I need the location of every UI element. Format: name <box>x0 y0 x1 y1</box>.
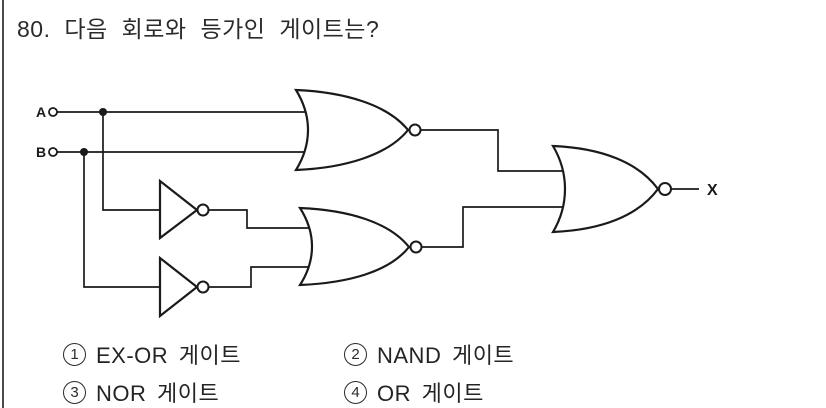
option-2: 2 NAND 게이트 <box>344 338 514 370</box>
option-1-circled-number: 1 <box>63 342 86 366</box>
nor-gate-top <box>293 88 422 172</box>
or-shape <box>293 88 410 172</box>
option-3-label: NOR 게이트 <box>96 381 220 406</box>
option-1-label: EX-OR 게이트 <box>96 343 242 368</box>
output-label-x: X <box>707 182 718 199</box>
junction-dot-b <box>80 148 88 156</box>
input-terminal-a <box>48 107 58 117</box>
triangle-shape <box>158 255 199 319</box>
or-shape <box>297 206 411 287</box>
wire-nor-bottom-out <box>422 206 574 248</box>
option-3: 3 NOR 게이트 <box>63 376 219 408</box>
nor-gate-final <box>551 144 672 234</box>
page-left-border <box>2 0 4 408</box>
option-2-label: NAND 게이트 <box>377 343 515 368</box>
nor-gate-bottom <box>297 206 423 287</box>
inversion-bubble <box>196 280 210 294</box>
option-1: 1 EX-OR 게이트 <box>63 338 241 370</box>
triangle-shape <box>158 178 199 241</box>
inversion-bubble <box>409 240 423 254</box>
input-terminal-b <box>48 147 58 157</box>
input-label-b: B <box>36 144 46 160</box>
not-gate-b <box>158 255 210 319</box>
option-4-label: OR 게이트 <box>377 381 484 406</box>
or-shape <box>551 144 660 234</box>
junction-dot-a <box>99 108 107 116</box>
wire-nor-top-out <box>421 129 574 172</box>
not-gate-a <box>158 178 210 241</box>
option-3-circled-number: 3 <box>63 380 86 404</box>
option-4-circled-number: 4 <box>344 380 367 404</box>
wire-not-b-out <box>209 266 318 288</box>
wire-not-a-out <box>209 209 318 229</box>
wire-b-to-not <box>83 152 160 288</box>
option-4: 4 OR 게이트 <box>344 376 484 408</box>
input-label-a: A <box>36 104 46 120</box>
inversion-bubble <box>196 203 210 217</box>
wire-a-to-not <box>102 112 160 211</box>
inversion-bubble <box>408 123 422 137</box>
option-2-circled-number: 2 <box>344 342 367 366</box>
wires <box>57 111 699 288</box>
question-title: 80. 다음 회로와 등가인 게이트는? <box>17 16 380 42</box>
inversion-bubble <box>658 182 672 196</box>
